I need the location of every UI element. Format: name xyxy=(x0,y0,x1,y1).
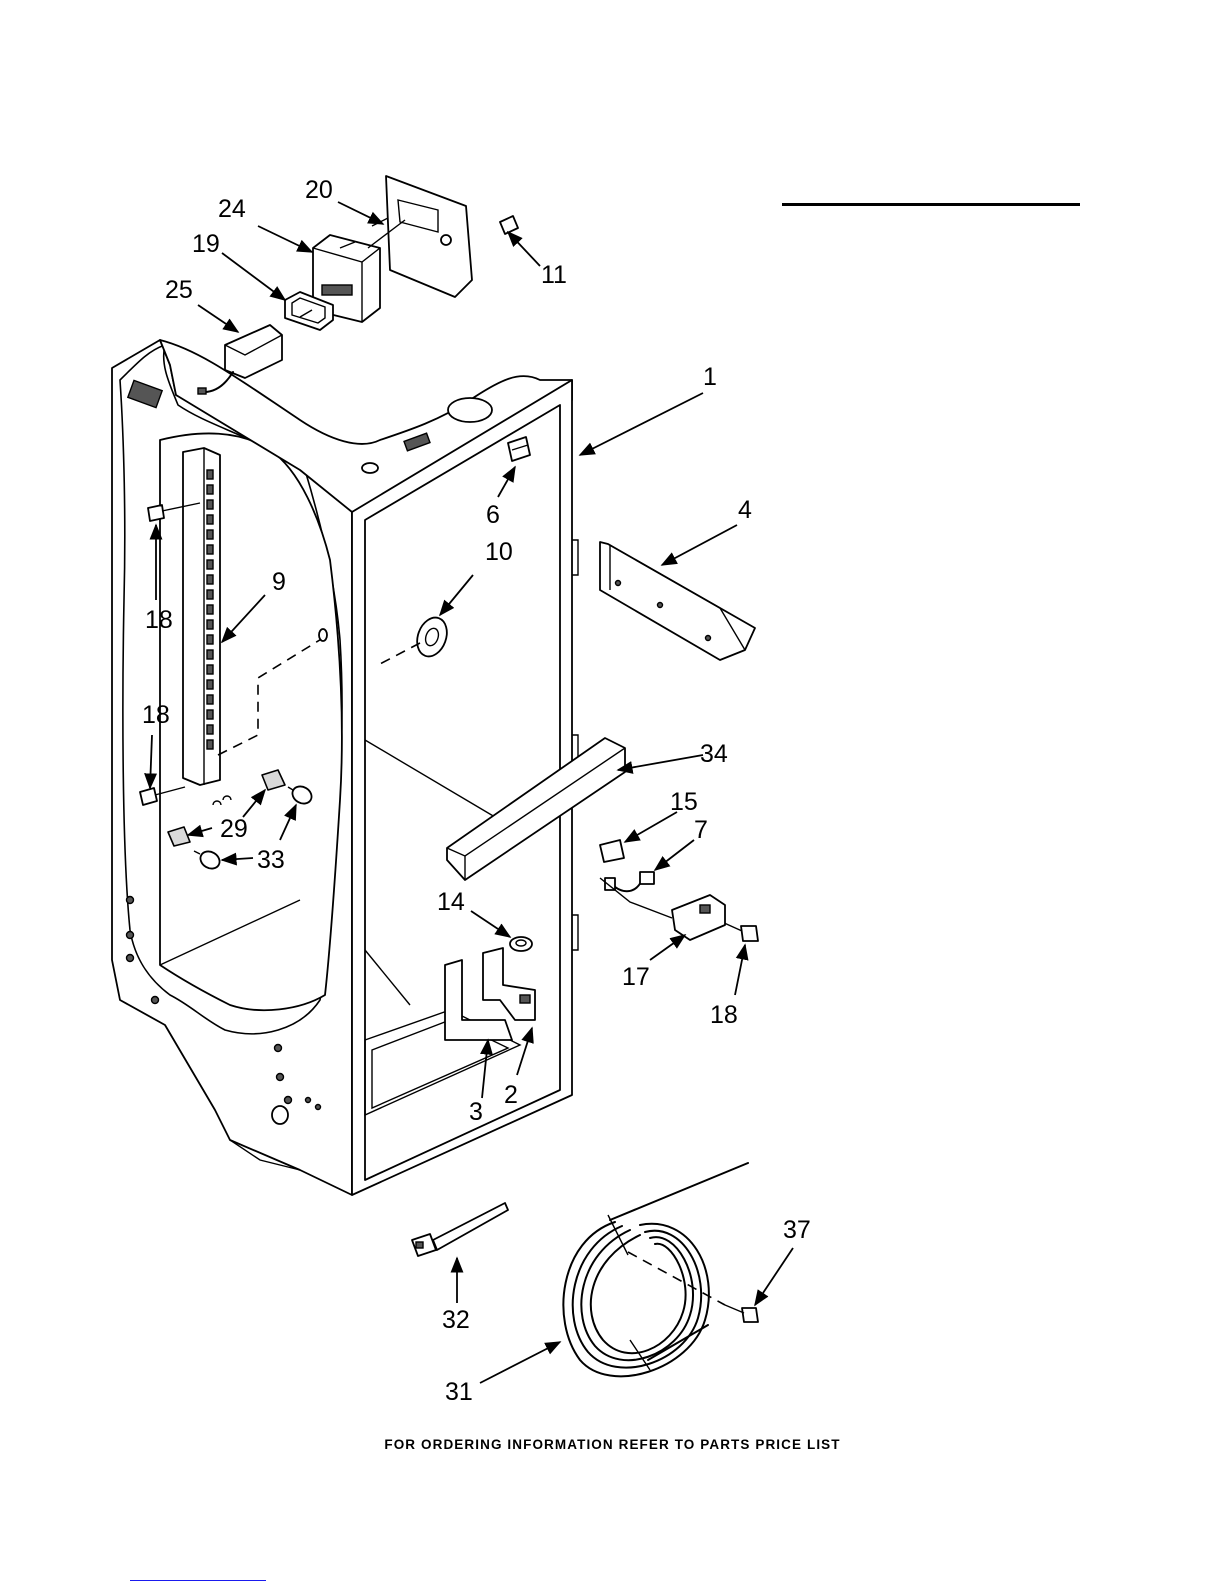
callout-1: 1 xyxy=(703,363,717,391)
callout-18-upper: 18 xyxy=(145,606,173,634)
cable-tie-part-32 xyxy=(412,1203,508,1256)
callout-37: 37 xyxy=(783,1216,811,1244)
callout-19: 19 xyxy=(192,230,220,258)
callout-9: 9 xyxy=(272,568,286,596)
bottom-link-underline[interactable] xyxy=(130,1580,266,1581)
screw-part-18-right xyxy=(722,922,758,941)
harness-part-7 xyxy=(600,872,672,918)
callout-2: 2 xyxy=(504,1081,518,1109)
callout-34: 34 xyxy=(700,740,728,768)
ordering-info-footer: FOR ORDERING INFORMATION REFER TO PARTS … xyxy=(0,1437,1225,1452)
screw-part-11 xyxy=(500,216,518,234)
tubing-part-31 xyxy=(563,1163,748,1376)
callout-10: 10 xyxy=(485,538,513,566)
callout-17: 17 xyxy=(622,963,650,991)
callout-18-lower: 18 xyxy=(142,701,170,729)
callout-29: 29 xyxy=(220,815,248,843)
callout-25: 25 xyxy=(165,276,193,304)
callout-4: 4 xyxy=(738,496,752,524)
callout-15: 15 xyxy=(670,788,698,816)
callout-6: 6 xyxy=(486,501,500,529)
callout-14: 14 xyxy=(437,888,465,916)
switch-part-17 xyxy=(672,895,725,940)
trim-part-4 xyxy=(600,542,755,660)
callout-33: 33 xyxy=(257,846,285,874)
callout-20: 20 xyxy=(305,176,333,204)
callout-31: 31 xyxy=(445,1378,473,1406)
callout-18-right: 18 xyxy=(710,1001,738,1029)
callout-24: 24 xyxy=(218,195,246,223)
clip-part-15 xyxy=(600,840,624,862)
callout-32: 32 xyxy=(442,1306,470,1334)
screw-part-37 xyxy=(725,1305,758,1322)
callout-3: 3 xyxy=(469,1098,483,1126)
grommet-part-14 xyxy=(510,937,532,951)
housing-part-20 xyxy=(386,176,472,297)
callout-11: 11 xyxy=(541,261,567,289)
callout-7: 7 xyxy=(694,816,708,844)
refrigerator-liner xyxy=(112,340,578,1195)
